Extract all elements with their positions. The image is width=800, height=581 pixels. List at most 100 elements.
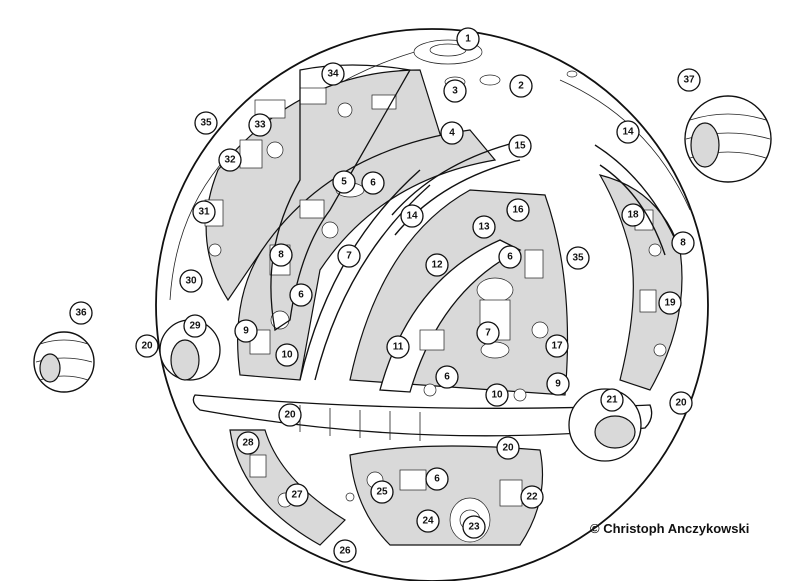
callout-9b: 9 — [546, 372, 570, 396]
callout-label: 2 — [518, 81, 524, 92]
docking-port-left — [159, 319, 221, 381]
callout-1: 1 — [456, 27, 480, 51]
callout-8b: 8 — [671, 231, 695, 255]
callout-label: 15 — [514, 141, 526, 152]
callout-label: 16 — [512, 205, 524, 216]
callout-label: 6 — [298, 290, 304, 301]
callout-label: 34 — [327, 69, 339, 80]
callout-label: 17 — [551, 341, 563, 352]
callout-20c: 20 — [496, 436, 520, 460]
callout-label: 20 — [284, 410, 296, 421]
callout-label: 6 — [370, 178, 376, 189]
callout-33: 33 — [248, 113, 272, 137]
callout-23: 23 — [462, 515, 486, 539]
callout-label: 23 — [468, 522, 480, 533]
callout-3: 3 — [443, 79, 467, 103]
callout-label: 36 — [75, 308, 87, 319]
callout-22: 22 — [520, 485, 544, 509]
callout-14a: 14 — [400, 204, 424, 228]
callout-7b: 7 — [476, 321, 500, 345]
callout-7a: 7 — [337, 244, 361, 268]
callout-20b: 20 — [278, 403, 302, 427]
callout-label: 10 — [491, 390, 503, 401]
callout-31: 31 — [192, 200, 216, 224]
callout-17: 17 — [545, 334, 569, 358]
callout-6a: 6 — [361, 171, 385, 195]
callout-6b: 6 — [289, 283, 313, 307]
callout-30: 30 — [179, 269, 203, 293]
callout-10a: 10 — [275, 343, 299, 367]
callout-label: 26 — [339, 546, 351, 557]
callout-35a: 35 — [194, 111, 218, 135]
callout-35b: 35 — [566, 246, 590, 270]
callout-label: 13 — [478, 222, 490, 233]
callout-label: 3 — [452, 86, 458, 97]
callout-26: 26 — [333, 539, 357, 563]
callout-11: 11 — [386, 335, 410, 359]
callout-label: 14 — [406, 211, 418, 222]
callout-12: 12 — [425, 253, 449, 277]
callout-label: 35 — [572, 253, 584, 264]
callout-28: 28 — [236, 431, 260, 455]
callout-label: 11 — [393, 342, 404, 353]
callout-20a: 20 — [135, 334, 159, 358]
lower-chambers — [229, 429, 544, 546]
callout-6e: 6 — [425, 467, 449, 491]
callout-label: 32 — [224, 155, 236, 166]
callout-label: 37 — [683, 75, 695, 86]
pod-36 — [33, 331, 95, 393]
callout-label: 6 — [444, 372, 450, 383]
copyright-notice: © Christoph Anczykowski — [590, 521, 750, 536]
callout-4: 4 — [440, 121, 464, 145]
callout-label: 22 — [526, 492, 538, 503]
callout-5: 5 — [332, 170, 356, 194]
callout-label: 25 — [376, 487, 388, 498]
callout-label: 9 — [555, 379, 561, 390]
callout-19: 19 — [658, 291, 682, 315]
callout-label: 35 — [200, 118, 212, 129]
callout-label: 8 — [680, 238, 686, 249]
callout-24: 24 — [416, 509, 440, 533]
callout-16: 16 — [506, 198, 530, 222]
callout-18: 18 — [621, 203, 645, 227]
callout-label: 1 — [465, 34, 471, 45]
callout-label: 27 — [291, 490, 303, 501]
callout-9a: 9 — [234, 319, 258, 343]
callout-6d: 6 — [435, 365, 459, 389]
callout-group: 1 2 3 4 5 6 7 8 6 9 10 11 12 13 14 14 15… — [69, 27, 701, 563]
callout-label: 30 — [185, 276, 197, 287]
callout-6c: 6 — [498, 245, 522, 269]
callout-label: 14 — [622, 127, 634, 138]
callout-label: 6 — [507, 252, 513, 263]
callout-36: 36 — [69, 301, 93, 325]
callout-37: 37 — [677, 68, 701, 92]
callout-label: 7 — [346, 251, 352, 262]
callout-label: 21 — [606, 395, 618, 406]
pod-37 — [684, 95, 772, 183]
callout-15: 15 — [508, 134, 532, 158]
callout-label: 8 — [278, 250, 284, 261]
callout-label: 19 — [664, 298, 676, 309]
callout-label: 18 — [627, 210, 639, 221]
callout-label: 33 — [254, 120, 266, 131]
callout-label: 31 — [198, 207, 210, 218]
right-centre-chamber — [349, 189, 569, 402]
callout-label: 4 — [449, 128, 455, 139]
callout-10b: 10 — [485, 383, 509, 407]
callout-2: 2 — [509, 74, 533, 98]
callout-13: 13 — [472, 215, 496, 239]
callout-label: 28 — [242, 438, 254, 449]
callout-25: 25 — [370, 480, 394, 504]
callout-14b: 14 — [616, 120, 640, 144]
callout-label: 24 — [422, 516, 434, 527]
callout-29: 29 — [183, 314, 207, 338]
callout-label: 20 — [141, 341, 153, 352]
callout-21: 21 — [600, 388, 624, 412]
callout-label: 12 — [431, 260, 443, 271]
callout-label: 10 — [281, 350, 293, 361]
callout-8a: 8 — [269, 243, 293, 267]
docking-port-right — [568, 388, 642, 462]
callout-label: 5 — [341, 177, 347, 188]
callout-27: 27 — [285, 483, 309, 507]
